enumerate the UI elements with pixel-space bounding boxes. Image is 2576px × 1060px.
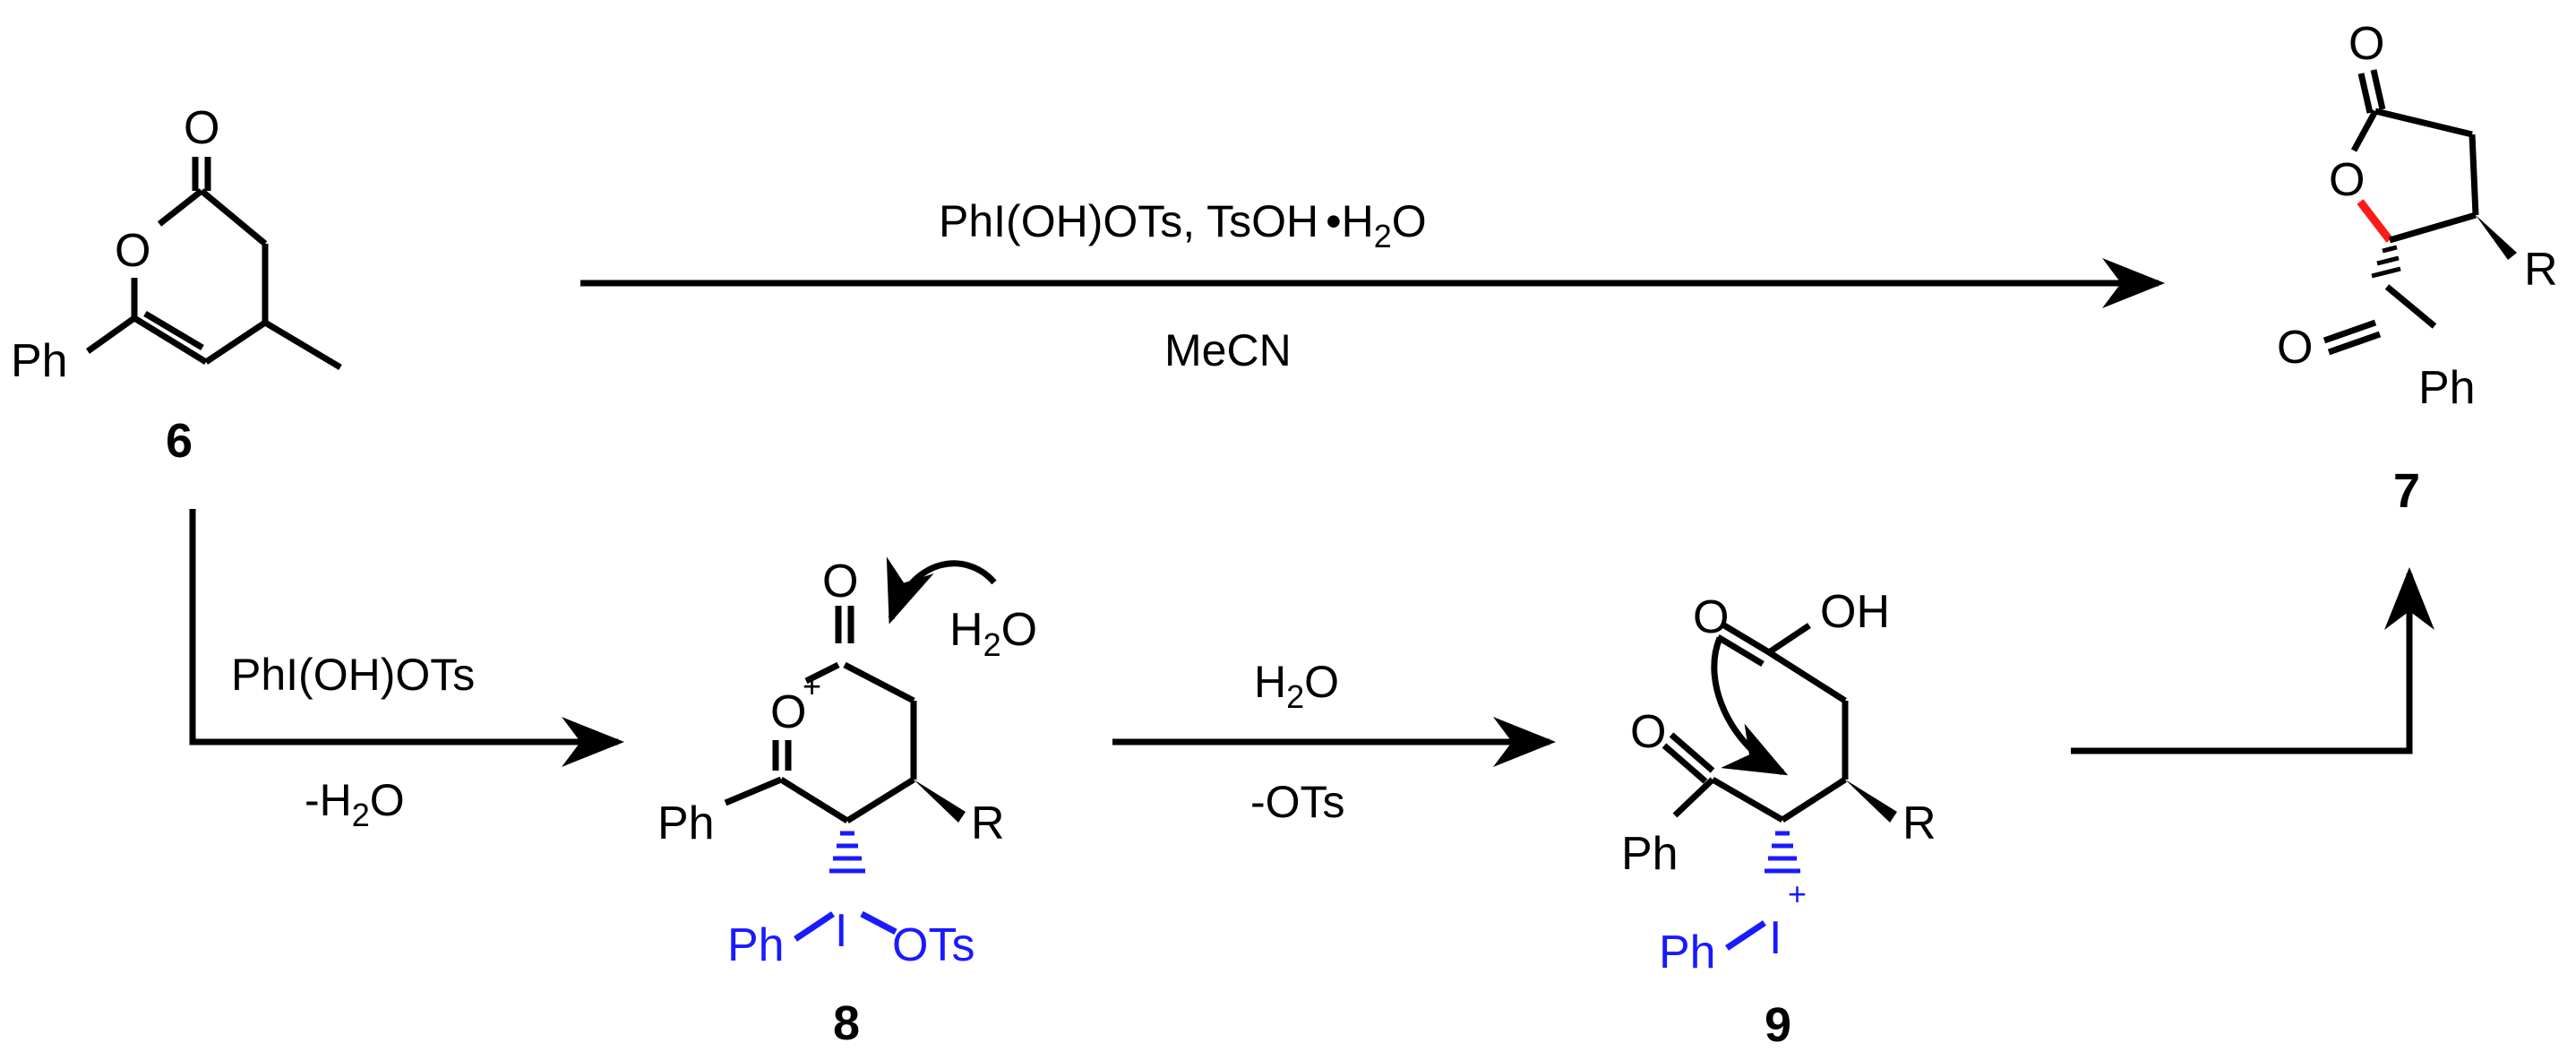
- atom-label-o: O: [770, 686, 806, 738]
- atom-label-o: O: [822, 556, 858, 608]
- atom-label-o: O: [2348, 18, 2384, 70]
- compound-8-structure: O O + H2O Ph R Ph I OTs 8: [657, 556, 1037, 1050]
- curved-arrow: [1711, 636, 1789, 776]
- charge-plus: +: [803, 668, 821, 704]
- atom-label-o: O: [1693, 591, 1729, 643]
- bond: [133, 315, 208, 365]
- reagent-text: MeCN: [1164, 325, 1292, 375]
- atom-label-ph: Ph: [2418, 362, 2476, 414]
- atom-label-ots: OTs: [892, 919, 975, 971]
- atom-label-o: O: [1630, 706, 1666, 758]
- bond: [2469, 134, 2479, 216]
- atom-label-ph: Ph: [657, 797, 715, 849]
- compound-label-9: 9: [1765, 998, 1791, 1052]
- compound-9-structure: O OH O Ph R Ph I + 9: [1621, 586, 1936, 1052]
- bond: [794, 911, 835, 942]
- atom-label-ph: Ph: [1621, 828, 1679, 880]
- atom-label-r: R: [1902, 797, 1936, 849]
- atom-label-oh: OH: [1820, 586, 1890, 638]
- bond: [2389, 211, 2477, 244]
- reagent-text: -H2O: [305, 775, 405, 833]
- compound-label-8: 8: [833, 996, 860, 1050]
- charge-plus: +: [1788, 875, 1807, 912]
- atom-label-r: R: [2524, 244, 2558, 296]
- hashed-bond: [1765, 831, 1800, 874]
- bond: [860, 910, 897, 935]
- bond: [2323, 319, 2377, 344]
- atom-label-o: O: [2277, 322, 2313, 374]
- bond: [843, 661, 915, 704]
- reagent-text: PhI(OH)OTs: [231, 650, 475, 700]
- bond: [1725, 920, 1766, 951]
- bond: [2374, 108, 2473, 138]
- bond: [779, 777, 849, 823]
- atom-label-ph: Ph: [1659, 926, 1716, 978]
- arrow-8-to-9: H2O -OTs: [1112, 657, 1556, 827]
- compound-7-structure: O O R O Ph 7: [2277, 18, 2558, 518]
- wedge-bond: [2476, 215, 2517, 260]
- bond: [1722, 622, 1771, 656]
- wedge-bond: [914, 780, 966, 823]
- bond: [204, 320, 267, 365]
- bond: [2327, 331, 2382, 356]
- reagent-text: -OTs: [1250, 777, 1345, 827]
- atom-label-o: O: [115, 225, 150, 277]
- bond: [1716, 633, 1765, 668]
- bond: [2350, 109, 2379, 152]
- atom-label-i: I: [835, 905, 847, 957]
- atom-label-o: O: [2329, 154, 2365, 206]
- bond: [804, 661, 840, 685]
- wedge-bond: [1845, 780, 1897, 823]
- compound-6-structure: O O Ph 6: [11, 102, 342, 468]
- new-bond: [2357, 199, 2393, 243]
- arrow: [2071, 567, 2434, 754]
- bond: [1669, 732, 1715, 773]
- atom-label-r: R: [971, 797, 1005, 849]
- bond: [1662, 743, 1708, 784]
- top-reaction-arrow: PhI(OH)OTs, TsOH•H2O MeCN: [580, 196, 2165, 375]
- bond: [724, 776, 783, 806]
- bond: [2384, 284, 2437, 329]
- atom-label-ph: Ph: [727, 919, 785, 971]
- bond: [2357, 73, 2374, 114]
- compound-label-7: 7: [2393, 464, 2420, 518]
- bond: [1767, 650, 1847, 703]
- bond: [2370, 69, 2386, 110]
- bond: [1711, 776, 1784, 823]
- bond: [143, 310, 204, 351]
- curved-arrow: [886, 556, 997, 625]
- atom-label-o: O: [184, 102, 219, 154]
- arrow-9-to-7: [2071, 567, 2434, 754]
- bond: [85, 315, 137, 354]
- bond: [846, 777, 915, 823]
- bond: [157, 188, 204, 227]
- compound-label-6: 6: [166, 414, 193, 468]
- bond: [1672, 777, 1715, 818]
- hashed-bond: [829, 831, 865, 874]
- reagent-text: H2O: [1254, 657, 1339, 715]
- atom-label-i: I: [1769, 912, 1782, 964]
- bond: [1767, 623, 1811, 655]
- bond: [263, 319, 342, 371]
- hashed-bond: [2371, 245, 2401, 279]
- atom-label-ph: Ph: [11, 335, 68, 387]
- arrow-6-to-8: PhI(OH)OTs -H2O: [189, 509, 624, 833]
- water-label: H2O: [949, 604, 1037, 663]
- arrow: [189, 509, 624, 767]
- bond: [1781, 777, 1847, 823]
- bond: [199, 188, 268, 246]
- reagent-text: PhI(OH)OTs, TsOH•H2O: [939, 196, 1427, 254]
